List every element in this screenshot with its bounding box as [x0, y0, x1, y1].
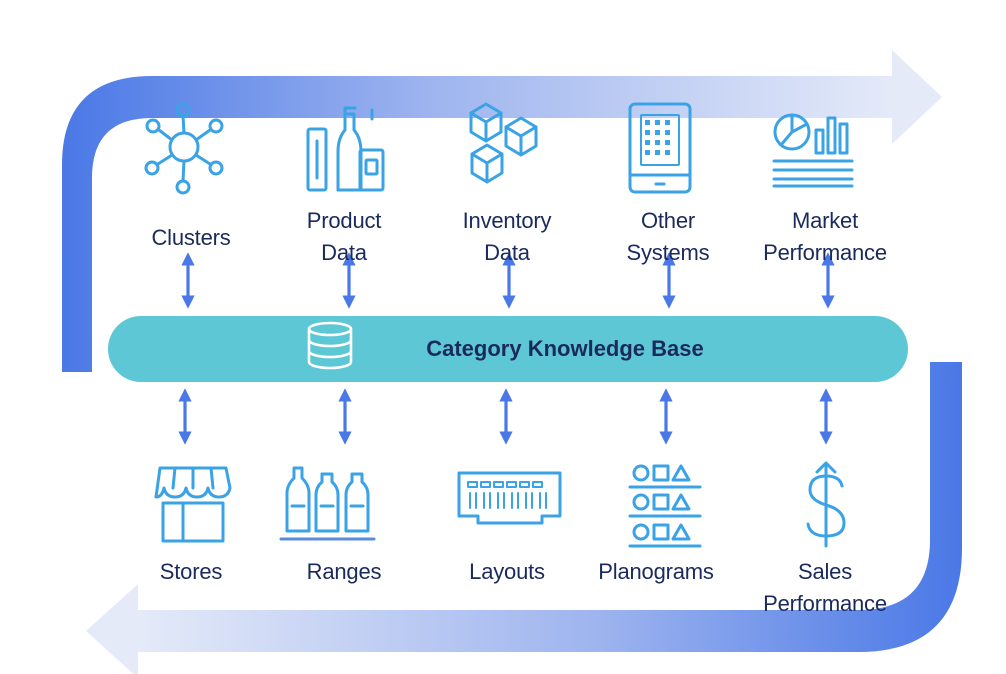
label-stores: Stores [159, 559, 223, 584]
cluster-network-icon [144, 102, 224, 195]
tablet-icon [628, 102, 692, 194]
tablet-grid-dots [645, 120, 670, 155]
label-clusters: Clusters [151, 225, 231, 250]
top-flow-arrow [62, 50, 942, 372]
bottom-flow-arrow [86, 362, 962, 674]
dollar-up-icon [806, 461, 846, 548]
label-planograms: Planograms [598, 559, 714, 584]
label-ranges: Ranges [306, 559, 382, 584]
knowledge-base-title: Category Knowledge Base [426, 336, 704, 361]
product-bottles-icon [306, 106, 385, 192]
boxes-icon [469, 102, 538, 184]
storefront-icon [154, 466, 232, 543]
store-layout-icon [457, 471, 562, 525]
database-icon [307, 321, 353, 370]
shelf-shapes-icon [628, 464, 702, 548]
bottles-range-icon [279, 466, 376, 541]
pie-bar-chart-icon [772, 113, 854, 188]
label-layouts: Layouts [469, 559, 545, 584]
